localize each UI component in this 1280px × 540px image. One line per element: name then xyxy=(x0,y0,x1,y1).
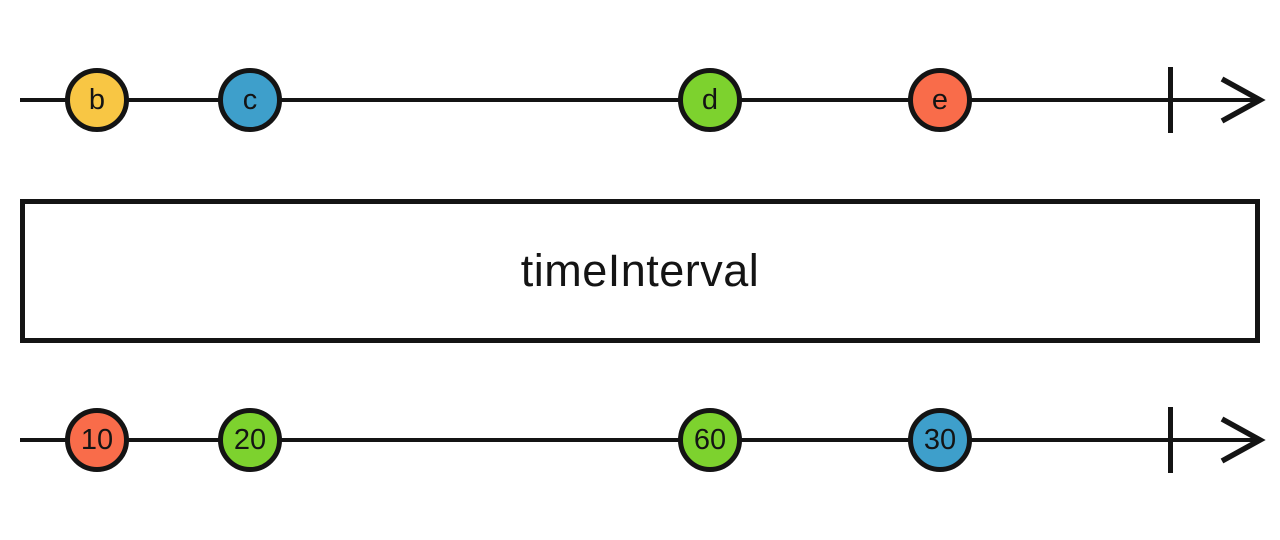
output-timeline-line xyxy=(20,438,1262,442)
source-complete-bar[interactable] xyxy=(1168,67,1173,133)
output-timeline: 10 20 60 30 xyxy=(0,370,1280,510)
source-marble-d-label: d xyxy=(701,83,719,116)
output-arrow-icon xyxy=(1220,416,1266,464)
output-marble-20-label: 20 xyxy=(233,423,267,456)
output-marble-30: 30 xyxy=(908,408,972,472)
source-marble-c[interactable]: c xyxy=(218,68,282,132)
source-marble-b[interactable]: b xyxy=(65,68,129,132)
operator-label: timeInterval xyxy=(520,245,760,296)
source-arrow-icon xyxy=(1220,76,1266,124)
output-marble-60-label: 60 xyxy=(693,423,727,456)
source-marble-c-label: c xyxy=(242,83,258,116)
source-marble-e[interactable]: e xyxy=(908,68,972,132)
output-marble-30-label: 30 xyxy=(923,423,957,456)
operator-box: timeInterval xyxy=(20,199,1260,343)
output-marble-10-label: 10 xyxy=(80,423,114,456)
output-marble-20: 20 xyxy=(218,408,282,472)
source-timeline-line xyxy=(20,98,1262,102)
output-marble-10: 10 xyxy=(65,408,129,472)
source-marble-e-label: e xyxy=(931,83,949,116)
source-marble-b-label: b xyxy=(88,83,106,116)
output-complete-bar xyxy=(1168,407,1173,473)
source-timeline: b c d e xyxy=(0,30,1280,170)
source-marble-d[interactable]: d xyxy=(678,68,742,132)
output-marble-60: 60 xyxy=(678,408,742,472)
